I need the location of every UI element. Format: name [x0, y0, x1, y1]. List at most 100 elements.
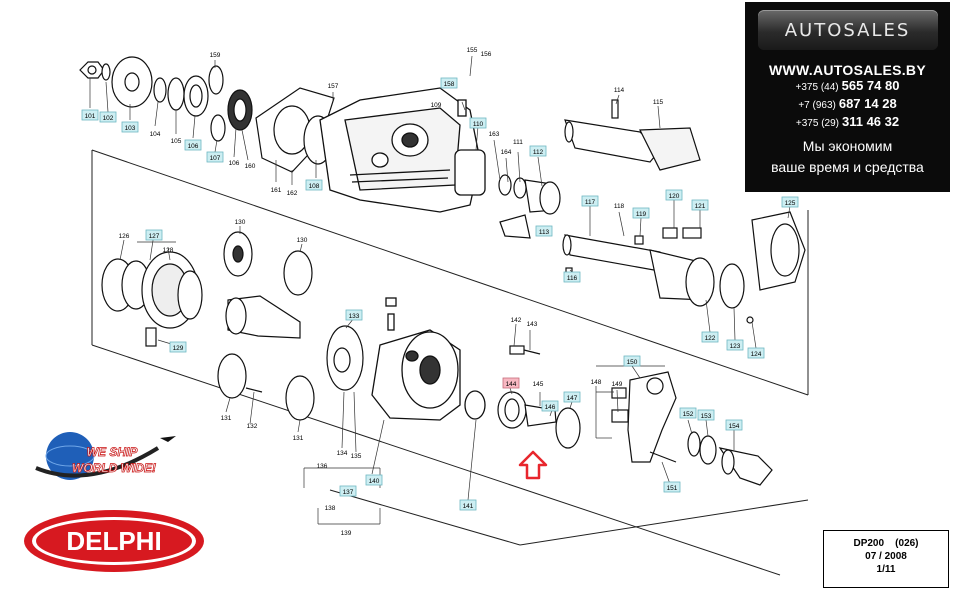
hydraulic-head — [371, 297, 486, 421]
callout-130: 130 — [235, 219, 246, 226]
pump-housing — [319, 87, 486, 213]
callout-126: 126 — [119, 233, 130, 240]
callout-137[interactable]: 137 — [339, 485, 357, 497]
transfer-pump-parts — [217, 231, 364, 421]
callout-119[interactable]: 119 — [632, 207, 650, 219]
phone-2-prefix: +7 (963) — [798, 100, 836, 111]
callout-132: 132 — [247, 423, 258, 430]
website-link[interactable]: WWW.AUTOSALES.BY — [769, 62, 926, 78]
callout-label: 119 — [636, 211, 647, 218]
drawing-date: 07 / 2008 — [865, 551, 907, 562]
callout-labels: 101 102 103 104 105 106 107 106 160 159 … — [81, 47, 799, 537]
callout-150[interactable]: 150 — [623, 355, 641, 367]
model-variant: (026) — [895, 538, 919, 549]
callout-133[interactable]: 133 — [345, 309, 363, 321]
promo-panel: AUTOSALES WWW.AUTOSALES.BY +375 (44)565 … — [745, 2, 950, 192]
callout-122[interactable]: 122 — [701, 331, 719, 343]
callout-146[interactable]: 146 — [541, 400, 559, 412]
callout-109: 109 — [431, 102, 442, 109]
ship-line-2: WORLD WIDE! — [72, 461, 156, 475]
callout-label: 121 — [695, 203, 706, 210]
callout-label: 150 — [627, 359, 638, 366]
phone-2[interactable]: +7 (963)687 14 28 — [745, 96, 950, 114]
phone-1[interactable]: +375 (44)565 74 80 — [745, 78, 950, 96]
callout-144[interactable]: 144 — [502, 377, 520, 389]
callout-label: 154 — [729, 423, 740, 430]
callout-102[interactable]: 102 — [99, 111, 117, 123]
callout-161: 161 — [271, 187, 282, 194]
callout-159: 159 — [210, 52, 221, 59]
callout-140[interactable]: 140 — [365, 474, 383, 486]
callout-101[interactable]: 101 — [81, 109, 99, 121]
callout-label: 140 — [369, 478, 380, 485]
callout-label: 144 — [506, 381, 517, 388]
callout-105: 105 — [171, 138, 182, 145]
callout-label: 147 — [567, 395, 578, 402]
callout-110[interactable]: 110 — [469, 117, 487, 129]
callout-label: 124 — [751, 351, 762, 358]
callout-153[interactable]: 153 — [697, 409, 715, 421]
highlight-arrow — [518, 450, 548, 480]
callout-106[interactable]: 106 — [184, 139, 202, 151]
slogan-line-2: ваше время и средства — [771, 159, 924, 175]
callout-127[interactable]: 127 — [145, 229, 163, 241]
drive-shaft-assembly — [498, 99, 701, 239]
callout-label: 129 — [173, 345, 184, 352]
callout-135: 135 — [351, 453, 362, 460]
drawing-info-box: DP200 (026) 07 / 2008 1/11 — [823, 530, 949, 588]
callout-141[interactable]: 141 — [459, 499, 477, 511]
callout-129[interactable]: 129 — [169, 341, 187, 353]
callout-121[interactable]: 121 — [691, 199, 709, 211]
callout-label: 122 — [705, 335, 716, 342]
phone-3[interactable]: +375 (29)311 46 32 — [745, 114, 950, 132]
callout-label: 123 — [730, 343, 741, 350]
callout-124[interactable]: 124 — [747, 347, 765, 359]
callout-116[interactable]: 116 — [563, 271, 581, 283]
callout-label: 152 — [683, 411, 694, 418]
airplane-icon — [160, 436, 176, 442]
callout-112[interactable]: 112 — [529, 145, 547, 157]
callout-151[interactable]: 151 — [663, 481, 681, 493]
callout-147[interactable]: 147 — [563, 391, 581, 403]
drive-end-parts — [79, 56, 253, 142]
callout-125[interactable]: 125 — [781, 196, 799, 208]
callout-label: 106 — [188, 143, 199, 150]
callout-label: 108 — [309, 183, 320, 190]
callout-103[interactable]: 103 — [121, 121, 139, 133]
model-row: DP200 (026) — [824, 537, 948, 550]
cam-ring-assembly — [101, 251, 203, 347]
callout-label: 101 — [85, 113, 96, 120]
callout-108[interactable]: 108 — [305, 179, 323, 191]
callout-117[interactable]: 117 — [581, 195, 599, 207]
callout-107[interactable]: 107 — [206, 151, 224, 163]
callout-label: 133 — [349, 313, 360, 320]
sheet-number: 1/11 — [876, 564, 896, 575]
we-ship-worldwide-badge: WE SHIP WORLD WIDE! — [35, 432, 176, 480]
callout-154[interactable]: 154 — [725, 419, 743, 431]
callout-label: 112 — [533, 149, 544, 156]
callout-130b: 130 — [297, 237, 308, 244]
phone-3-prefix: +375 (29) — [795, 118, 839, 129]
callout-160: 160 — [245, 163, 256, 170]
callout-123[interactable]: 123 — [726, 339, 744, 351]
callout-157: 157 — [328, 83, 339, 90]
rotor-shaft-assembly — [562, 211, 806, 324]
autosales-logo: AUTOSALES — [757, 10, 938, 50]
callout-label: 113 — [539, 229, 550, 236]
callout-113[interactable]: 113 — [535, 225, 553, 237]
callout-label: 137 — [343, 489, 354, 496]
phone-2-number: 687 14 28 — [838, 96, 897, 111]
callout-120[interactable]: 120 — [665, 189, 683, 201]
slogan-line-1: Мы экономим — [802, 138, 893, 154]
callout-118: 118 — [614, 203, 625, 210]
callout-155: 155 — [467, 47, 478, 54]
callout-label: 153 — [701, 413, 712, 420]
callout-label: 146 — [545, 404, 556, 411]
callout-158[interactable]: 158 — [440, 77, 458, 89]
callout-148: 148 — [591, 379, 602, 386]
callout-138: 138 — [325, 505, 336, 512]
callout-label: 127 — [149, 233, 160, 240]
callout-label: 141 — [463, 503, 474, 510]
callout-152[interactable]: 152 — [679, 407, 697, 419]
callout-106b: 106 — [229, 160, 240, 167]
